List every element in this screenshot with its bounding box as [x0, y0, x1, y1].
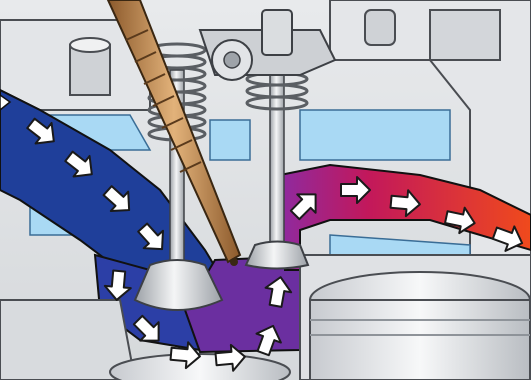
exhaust-valve-stem [270, 60, 284, 260]
stud-top [70, 38, 110, 52]
piston-body [310, 300, 530, 380]
coolant-jacket-center [210, 120, 250, 160]
right-boss [430, 10, 500, 60]
stud-right [365, 10, 395, 45]
rocker-pivot-bore [224, 52, 240, 68]
valve-retainer [262, 10, 292, 55]
exhaust-valve-head [246, 242, 308, 269]
coolant-jacket-right-top [300, 110, 450, 160]
